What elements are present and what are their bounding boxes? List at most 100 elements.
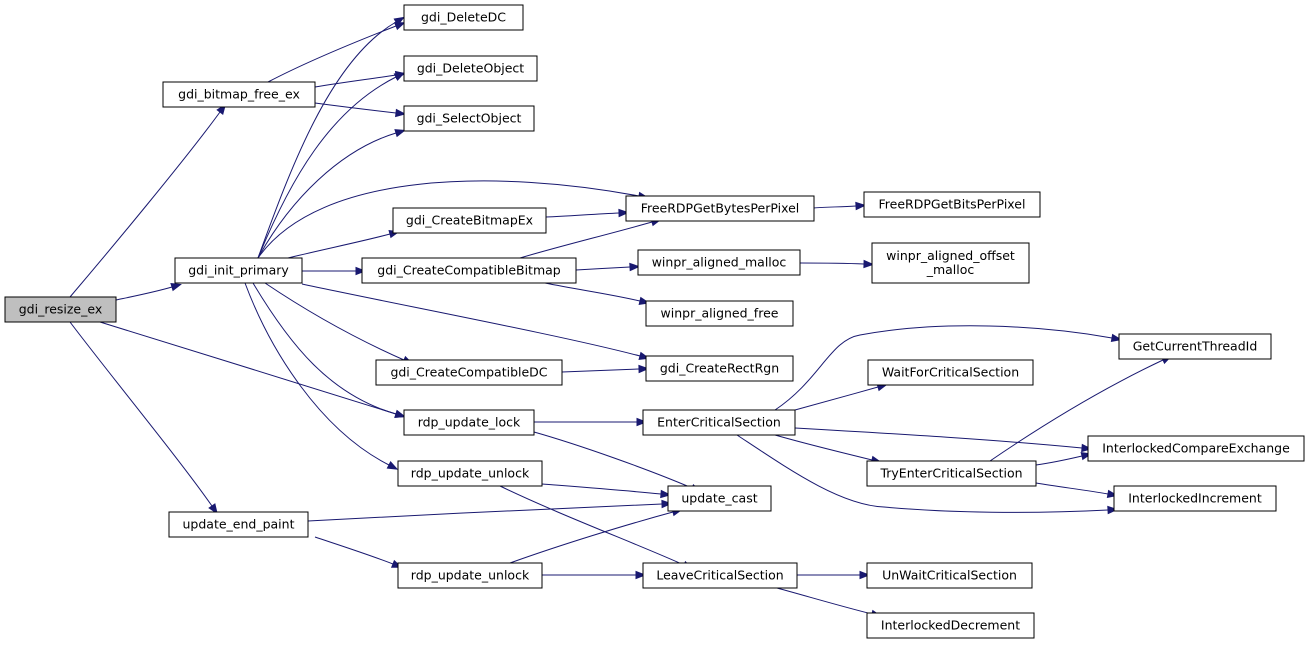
node-label: TryEnterCriticalSection <box>879 466 1022 481</box>
arrowhead-icon <box>394 409 406 418</box>
edge-initprim-to-deldc <box>257 16 406 259</box>
node-selobj[interactable]: gdi_SelectObject <box>403 105 535 132</box>
node-dec[interactable]: InterlockedDecrement <box>866 612 1035 639</box>
node-box <box>361 257 577 284</box>
arrowhead-icon <box>636 417 648 427</box>
edge-enter-to-tryenter <box>774 434 883 464</box>
edge-initprim-to-unlock1 <box>244 282 399 470</box>
node-box <box>403 4 524 31</box>
node-createbmpex[interactable]: gdi_CreateBitmapEx <box>392 207 547 234</box>
node-box <box>403 105 535 132</box>
arrowhead-icon <box>395 108 407 118</box>
node-label: UnWaitCriticalSection <box>882 568 1017 583</box>
edge-lock-to-enter <box>533 417 648 427</box>
node-label: gdi_CreateCompatibleDC <box>390 365 547 380</box>
edge-resize-to-endpaint <box>69 321 218 515</box>
node-aomalloc[interactable]: winpr_aligned_offset_malloc <box>871 242 1030 284</box>
node-enter[interactable]: EnterCriticalSection <box>642 409 796 436</box>
edge-line <box>533 431 693 489</box>
node-label: WaitForCriticalSection <box>882 365 1019 380</box>
node-createcompdc[interactable]: gdi_CreateCompatibleDC <box>375 359 563 386</box>
node-label: GetCurrentThreadId <box>1133 339 1258 354</box>
node-amalloc[interactable]: winpr_aligned_malloc <box>637 249 801 276</box>
edge-line <box>287 233 391 259</box>
edge-line <box>519 221 653 259</box>
node-label: gdi_CreateCompatibleBitmap <box>377 263 561 278</box>
edge-line <box>301 283 641 357</box>
node-tid[interactable]: GetCurrentThreadId <box>1118 333 1272 360</box>
node-box <box>866 460 1037 487</box>
edge-createbmpex-to-bpp <box>545 208 630 218</box>
node-box <box>397 460 543 487</box>
node-leave[interactable]: LeaveCriticalSection <box>642 562 798 589</box>
edge-initprim-to-createcompdc <box>264 282 414 365</box>
node-unlock2[interactable]: rdp_update_unlock <box>397 562 543 589</box>
node-tryenter[interactable]: TryEnterCriticalSection <box>866 460 1037 487</box>
node-label: gdi_CreateRectRgn <box>660 361 779 376</box>
edge-unlock2-to-leave <box>542 570 647 580</box>
node-box <box>645 300 794 327</box>
edge-tryenter-to-inc <box>1035 482 1119 499</box>
edge-line <box>499 485 685 566</box>
node-box <box>392 207 547 234</box>
node-box <box>168 511 309 538</box>
node-endpaint[interactable]: update_end_paint <box>168 511 309 538</box>
arrowhead-icon <box>863 259 875 269</box>
node-label: gdi_bitmap_free_ex <box>178 87 300 102</box>
node-bmpfree[interactable]: gdi_bitmap_free_ex <box>162 81 316 108</box>
node-label: gdi_init_primary <box>188 263 289 278</box>
edge-line <box>69 321 213 507</box>
node-label: EnterCriticalSection <box>657 415 781 430</box>
node-unlock1[interactable]: rdp_update_unlock <box>397 460 543 487</box>
edge-line <box>736 434 1109 513</box>
edge-line <box>252 282 397 415</box>
node-rectrgn[interactable]: gdi_CreateRectRgn <box>645 355 794 382</box>
edge-line <box>307 503 663 522</box>
node-box <box>867 359 1034 386</box>
node-unwait[interactable]: UnWaitCriticalSection <box>866 562 1033 589</box>
edge-line <box>545 212 620 218</box>
node-label: _malloc <box>926 262 975 277</box>
node-afree[interactable]: winpr_aligned_free <box>645 300 794 327</box>
node-box <box>642 562 798 589</box>
arrowhead-icon <box>355 266 367 276</box>
edge-line <box>989 359 1164 462</box>
edge-line <box>267 25 397 83</box>
arrowhead-icon <box>1081 443 1093 453</box>
edge-line <box>794 386 879 411</box>
node-box <box>871 242 1030 284</box>
edge-line <box>575 266 631 271</box>
node-label: winpr_aligned_malloc <box>652 255 787 270</box>
node-lock[interactable]: rdp_update_lock <box>403 409 535 436</box>
node-box <box>667 485 772 512</box>
node-delobj[interactable]: gdi_DeleteObject <box>403 55 538 82</box>
node-label: gdi_CreateBitmapEx <box>406 213 533 228</box>
node-inc[interactable]: InterlockedIncrement <box>1113 485 1277 512</box>
arrowhead-icon <box>393 22 406 31</box>
node-wait[interactable]: WaitForCriticalSection <box>867 359 1034 386</box>
node-cmpx[interactable]: InterlockedCompareExchange <box>1087 435 1305 462</box>
node-createcompbmp[interactable]: gdi_CreateCompatibleBitmap <box>361 257 577 284</box>
edge-line <box>69 111 221 298</box>
node-label: update_end_paint <box>183 517 295 532</box>
edge-bmpfree-to-deldc <box>267 22 406 83</box>
node-label: InterlockedCompareExchange <box>1102 441 1290 456</box>
arrowhead-icon <box>661 499 673 509</box>
edge-leave-to-dec <box>776 587 883 618</box>
edge-enter-to-cmpx <box>794 427 1093 453</box>
node-box <box>645 355 794 382</box>
edge-line <box>813 205 857 209</box>
node-resize[interactable]: gdi_resize_ex <box>4 296 117 323</box>
edge-line <box>244 282 390 466</box>
node-deldc[interactable]: gdi_DeleteDC <box>403 4 524 31</box>
node-initprim[interactable]: gdi_init_primary <box>174 257 303 284</box>
node-bpp[interactable]: FreeRDPGetBytesPerPixel <box>625 195 815 222</box>
nodes-layer: gdi_resize_ex gdi_bitmap_free_ex gdi_init_… <box>4 4 1305 639</box>
node-label: FreeRDPGetBytesPerPixel <box>641 201 800 216</box>
edge-enter-to-wait <box>794 383 889 411</box>
node-bitspp[interactable]: FreeRDPGetBitsPerPixel <box>863 191 1041 218</box>
edge-unlock1-to-cast <box>541 483 672 499</box>
node-label: LeaveCriticalSection <box>656 568 783 583</box>
node-cast[interactable]: update_cast <box>667 485 772 512</box>
